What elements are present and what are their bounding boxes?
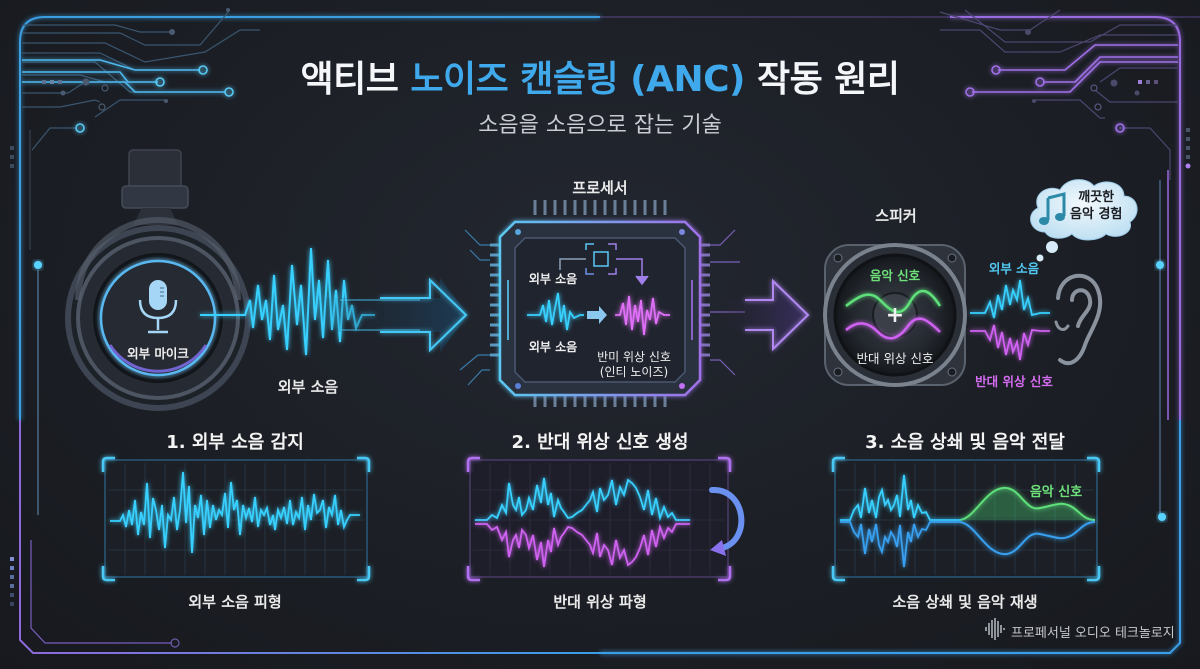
- ear-icon: [1054, 273, 1103, 366]
- curved-arrow-icon: [709, 486, 745, 556]
- processor-title: 프로세서: [572, 179, 628, 197]
- title-prefix: 액티브: [300, 59, 411, 100]
- page-title: 액티브 노이즈 캔슬링 (ANC) 작동 원리: [300, 50, 900, 102]
- headphone-icon: [65, 149, 251, 411]
- external-noise-wave: [200, 247, 375, 356]
- step1-caption: 외부 소음 피형: [188, 593, 282, 611]
- noise-label: 외부 소음: [277, 378, 339, 396]
- step3-caption: 소음 상쇄 및 음악 재생: [892, 593, 1038, 611]
- page-subtitle: 소음을 소음으로 잡는 기술: [478, 113, 722, 138]
- processor-input-label-bottom: 외부 소음: [528, 340, 578, 354]
- outside-noise-label: 외부 소음: [988, 261, 1040, 276]
- processor-output-label-2: (인티 노이즈): [599, 365, 669, 379]
- chip-icon: [559, 243, 649, 286]
- step3-title: 3. 소음 상쇄 및 음악 전달: [865, 432, 1065, 453]
- footer: 프로페서널 오디오 테크놀로지: [985, 622, 1175, 641]
- step3-waveform-box: [831, 456, 1101, 582]
- speaker-noise-wave: [970, 279, 1050, 319]
- arrow-right-purple-icon: [720, 278, 810, 352]
- processor-input-label-top: 외부 소음: [528, 272, 578, 286]
- step1-title: 1. 외부 소음 감지: [166, 432, 304, 453]
- footer-text: 프로페서널 오디오 테크놀로지: [1011, 626, 1175, 641]
- speaker-icon: [823, 243, 967, 387]
- sound-wave-icon: [985, 618, 1005, 640]
- outside-antiphase-label: 반대 위상 신호: [975, 374, 1053, 389]
- thought-line-2: 음악 경험: [1070, 207, 1123, 222]
- step2-title: 2. 반대 위상 신호 생성: [511, 432, 689, 453]
- arrow-right-blue-icon: [320, 277, 468, 353]
- mic-label: 외부 마이크: [127, 346, 189, 361]
- step3-music-label: 음악 신호: [1029, 485, 1083, 500]
- title-accent: 노이즈 캔슬링 (ANC): [410, 59, 745, 100]
- speaker-antiphase-wave: [970, 324, 1050, 361]
- thought-line-1: 깨끗한: [1078, 190, 1115, 205]
- music-note-icon: [1039, 192, 1066, 225]
- speaker-title: 스피커: [875, 207, 917, 225]
- processor-chip-icon: [459, 200, 745, 407]
- thought-bubble-text: 깨끗한 음악 경험: [1070, 189, 1122, 223]
- step2-waveform-box: [466, 456, 745, 582]
- step1-waveform-box: [101, 456, 371, 582]
- speaker-music-label: 음악 신호: [869, 268, 921, 283]
- plus-icon: +: [885, 303, 905, 328]
- title-suffix: 작동 원리: [744, 59, 900, 100]
- microphone-icon: [138, 280, 178, 334]
- speaker-antiphase-label: 반대 위상 신호: [856, 351, 934, 366]
- processor-output-label-1: 반미 위상 신호: [597, 350, 671, 364]
- thought-bubble: [1030, 179, 1138, 262]
- step2-caption: 반대 위상 파형: [553, 593, 647, 611]
